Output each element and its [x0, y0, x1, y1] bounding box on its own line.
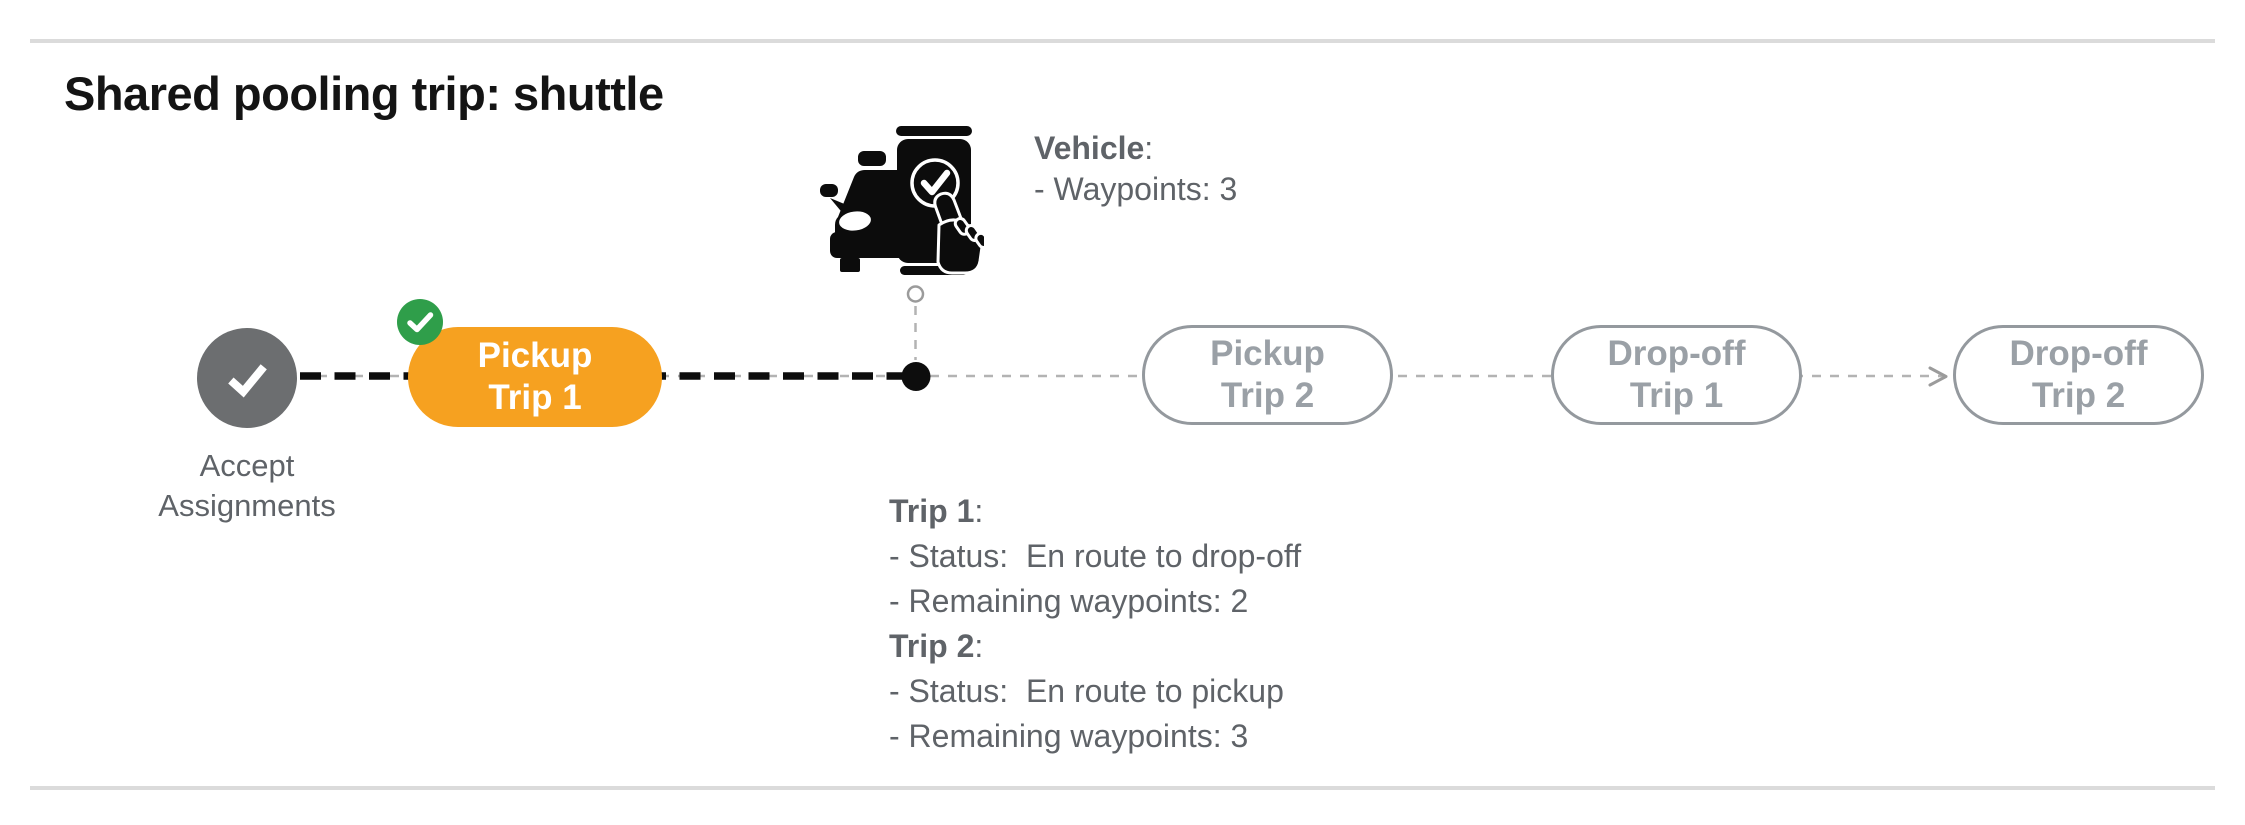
bottom-divider	[30, 786, 2215, 790]
stage-pill-dropoff-trip-1: Drop-off Trip 1	[1551, 325, 1802, 425]
vehicle-info-heading: Vehicle:	[1034, 128, 1237, 169]
accept-assignments-label: Accept Assignments	[112, 446, 382, 526]
stage-label-line: Pickup	[477, 336, 593, 375]
trip2-heading: Trip 2:	[889, 624, 1301, 669]
trip1-heading: Trip 1:	[889, 489, 1301, 534]
vehicle-info-panel: Vehicle: - Waypoints: 3	[1034, 128, 1237, 210]
trip2-title: Trip 2	[889, 628, 975, 664]
vehicle-info-title-suffix: :	[1144, 130, 1154, 166]
trip1-status-line: - Status: En route to drop-off	[889, 538, 1302, 574]
stage-pill-pickup-trip-1: Pickup Trip 1	[408, 327, 662, 427]
vehicle-info-title: Vehicle	[1034, 130, 1145, 166]
page-title: Shared pooling trip: shuttle	[64, 67, 664, 120]
top-divider	[30, 39, 2215, 43]
trip-status-panel: Trip 1: - Status: En route to drop-off -…	[889, 489, 1301, 759]
arrowhead-icon	[1928, 366, 1948, 387]
stage-pill-pickup-trip-2: Pickup Trip 2	[1142, 325, 1393, 425]
trip2-title-suffix: :	[974, 628, 984, 664]
current-position-dot	[901, 362, 931, 391]
stage-label-line: Trip 2	[1220, 376, 1315, 415]
stage-label-line: Drop-off	[1607, 334, 1746, 373]
check-circle-icon	[397, 299, 443, 345]
vehicle-info-line: - Waypoints: 3	[1034, 171, 1238, 207]
accept-label-line: Accept	[199, 448, 295, 483]
stage-label-line: Trip 1	[488, 378, 582, 417]
trip2-status-line: - Status: En route to pickup	[889, 673, 1284, 709]
stage-label-line: Drop-off	[2009, 334, 2148, 373]
accept-label-line: Assignments	[158, 488, 336, 523]
trip1-title-suffix: :	[974, 493, 984, 529]
vehicle-anchor-circle	[906, 285, 925, 303]
stage-pill-dropoff-trip-2: Drop-off Trip 2	[1953, 325, 2204, 425]
accept-assignments-node	[197, 328, 297, 428]
vehicle-confirmation-icon	[820, 126, 984, 275]
trip2-waypoints-line: - Remaining waypoints: 3	[889, 718, 1249, 754]
stage-label-line: Trip 2	[2031, 376, 2126, 415]
stage-label-line: Pickup	[1210, 334, 1325, 373]
trip1-waypoints-line: - Remaining waypoints: 2	[889, 583, 1249, 619]
check-icon	[228, 364, 267, 398]
trip1-title: Trip 1	[889, 493, 975, 529]
stage-label-line: Trip 1	[1629, 376, 1724, 415]
completed-check-badge	[397, 299, 443, 345]
